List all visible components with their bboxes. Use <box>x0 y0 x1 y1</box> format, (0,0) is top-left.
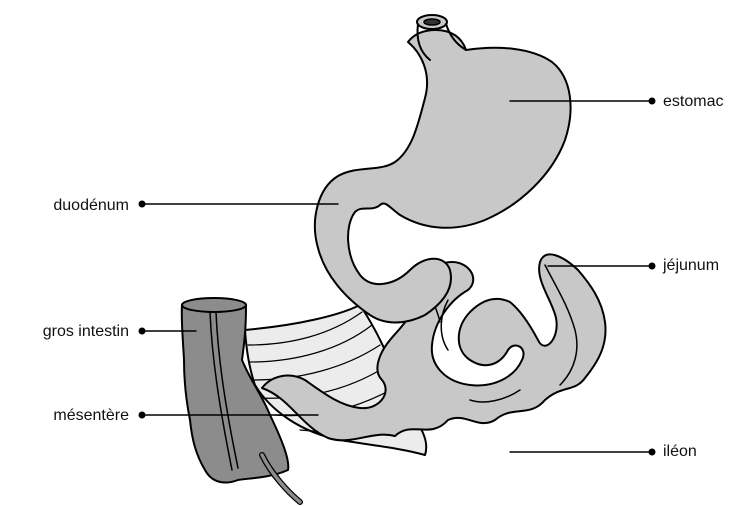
label-gros-intestin: gros intestin <box>43 323 129 341</box>
label-ileon: iléon <box>663 443 697 461</box>
label-estomac: estomac <box>663 93 723 111</box>
label-mesentere: mésentère <box>53 407 129 425</box>
label-jejunum: jéjunum <box>663 257 719 275</box>
label-duodenum: duodénum <box>53 197 129 215</box>
large-intestine-opening <box>182 298 246 312</box>
stomach <box>315 30 571 323</box>
